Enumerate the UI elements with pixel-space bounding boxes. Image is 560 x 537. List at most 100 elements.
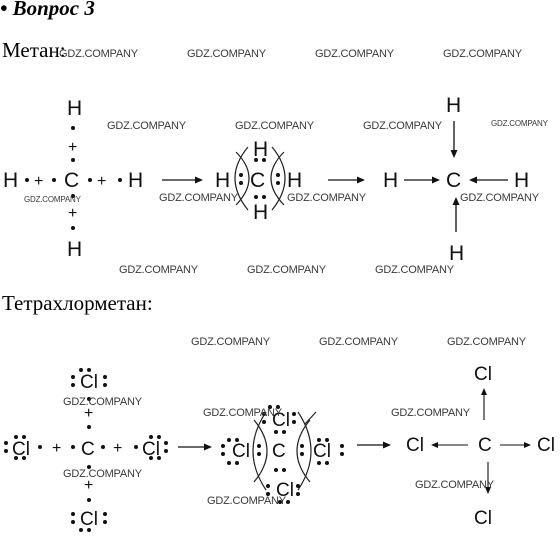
methane-h-right: H <box>514 169 529 192</box>
electron-dot <box>134 445 138 449</box>
electron-dot <box>71 445 75 449</box>
methane-h-left: H <box>3 169 18 192</box>
methane-electron-pairs: H H C H H <box>215 138 302 224</box>
methane-h-bottom: H <box>253 201 268 224</box>
ccl4-cl-left: Cl <box>232 441 250 462</box>
watermark: GDZ.COMPANY <box>363 120 442 132</box>
watermark: GDZ.COMPANY <box>63 468 142 480</box>
methane-c-center: C <box>250 169 265 192</box>
electron-dot <box>38 445 42 449</box>
watermark: GDZ.COMPANY <box>319 336 398 348</box>
watermark: GDZ.COMPANY <box>107 120 186 132</box>
watermark: GDZ.COMPANY <box>63 396 142 408</box>
overlap-arc <box>296 419 311 483</box>
electron-dot <box>25 178 29 182</box>
methane-h-bottom: H <box>449 242 464 265</box>
watermark: GDZ.COMPANY <box>207 495 286 507</box>
methane-h-bottom: H <box>67 238 82 261</box>
electron-dot <box>71 226 75 230</box>
plus-sign: + <box>97 173 106 190</box>
electron-dot <box>101 445 105 449</box>
ccl4-cl-left: Cl <box>12 439 30 460</box>
plus-sign: + <box>52 440 61 457</box>
plus-sign: + <box>34 173 43 190</box>
ccl4-cl-bottom: Cl <box>80 509 98 530</box>
electron-dot <box>87 425 91 429</box>
methane-structural-formula: H H C H H <box>383 94 529 265</box>
electron-dot <box>71 158 75 162</box>
watermark: GDZ.COMPANY <box>287 192 366 204</box>
ccl4-electron-pairs: Cl Cl C Cl Cl <box>221 405 344 504</box>
methane-h-right: H <box>128 169 143 192</box>
ccl4-cl-right: Cl <box>313 441 331 462</box>
watermark: GDZ.COMPANY <box>491 119 548 128</box>
overlap-arc <box>252 411 267 491</box>
ccl4-cl-right: Cl <box>537 435 555 456</box>
reaction-arrow <box>178 443 212 451</box>
ccl4-lewis-dot-formation: Cl + Cl + C + Cl + Cl <box>4 368 168 532</box>
methane-title: Метан: <box>2 38 66 62</box>
electron-dot <box>87 397 91 401</box>
methane-h-right: H <box>287 169 302 192</box>
electron-dot <box>88 178 92 182</box>
watermark: GDZ.COMPANY <box>247 264 326 276</box>
electron-dot <box>71 194 75 198</box>
electron-dot <box>118 178 122 182</box>
plus-sign: + <box>113 440 122 457</box>
watermark: GDZ.COMPANY <box>391 407 470 419</box>
ccl4-cl-top: Cl <box>474 364 492 385</box>
reaction-arrow <box>328 176 365 184</box>
ccl4-cl-top: Cl <box>80 372 98 393</box>
ccl4-c-center: C <box>81 439 95 460</box>
overlap-arc <box>270 151 285 206</box>
overlap-arc <box>253 419 268 483</box>
ccl4-cl-left: Cl <box>406 435 424 456</box>
ccl4-cl-right: Cl <box>142 439 160 460</box>
watermark: GDZ.COMPANY <box>24 195 81 204</box>
methane-h-left: H <box>215 169 230 192</box>
electron-dot <box>71 126 75 130</box>
plus-sign: + <box>84 405 93 422</box>
watermark: GDZ.COMPANY <box>443 48 522 60</box>
ccl4-cl-bottom: Cl <box>474 508 492 529</box>
methane-h-left: H <box>383 169 398 192</box>
plus-sign: + <box>68 205 77 222</box>
plus-sign: + <box>68 139 77 156</box>
question-title: • Вопрос 3 <box>0 0 95 20</box>
watermark: GDZ.COMPANY <box>415 479 494 491</box>
methane-c-center: C <box>446 169 461 192</box>
ccl4-c-center: C <box>272 441 286 462</box>
plus-sign: + <box>84 477 93 494</box>
watermark: GDZ.COMPANY <box>119 264 198 276</box>
watermark: GDZ.COMPANY <box>460 192 539 204</box>
electron-dot <box>87 498 91 502</box>
overlap-arc <box>271 146 286 211</box>
methane-c-center: C <box>64 169 79 192</box>
watermark: GDZ.COMPANY <box>235 120 314 132</box>
watermark: GDZ.COMPANY <box>375 264 454 276</box>
ccl4-cl-top: Cl <box>272 410 290 431</box>
watermark: GDZ.COMPANY <box>191 336 270 348</box>
methane-h-top: H <box>253 138 268 161</box>
electron-dot <box>87 465 91 469</box>
ccl4-c-center: C <box>478 435 492 456</box>
reaction-arrow <box>162 176 203 184</box>
watermark: GDZ.COMPANY <box>447 336 526 348</box>
ccl4-structural-formula: Cl Cl C Cl Cl <box>406 364 555 529</box>
watermark: GDZ.COMPANY <box>315 48 394 60</box>
watermark: GDZ.COMPANY <box>159 192 238 204</box>
methane-h-top: H <box>67 97 82 120</box>
tetrachloromethane-title: Тетрахлорметан: <box>2 291 153 315</box>
watermark: GDZ.COMPANY <box>203 407 282 419</box>
watermark: GDZ.COMPANY <box>59 48 138 60</box>
methane-h-top: H <box>446 94 461 117</box>
overlap-arc <box>234 146 249 211</box>
overlap-arc <box>235 151 250 206</box>
overlap-arc <box>297 411 312 491</box>
watermark: GDZ.COMPANY <box>187 48 266 60</box>
ccl4-cl-bottom: Cl <box>276 480 294 501</box>
electron-dot <box>52 178 56 182</box>
methane-lewis-dot-formation: H + H + C + H + H <box>3 97 143 261</box>
